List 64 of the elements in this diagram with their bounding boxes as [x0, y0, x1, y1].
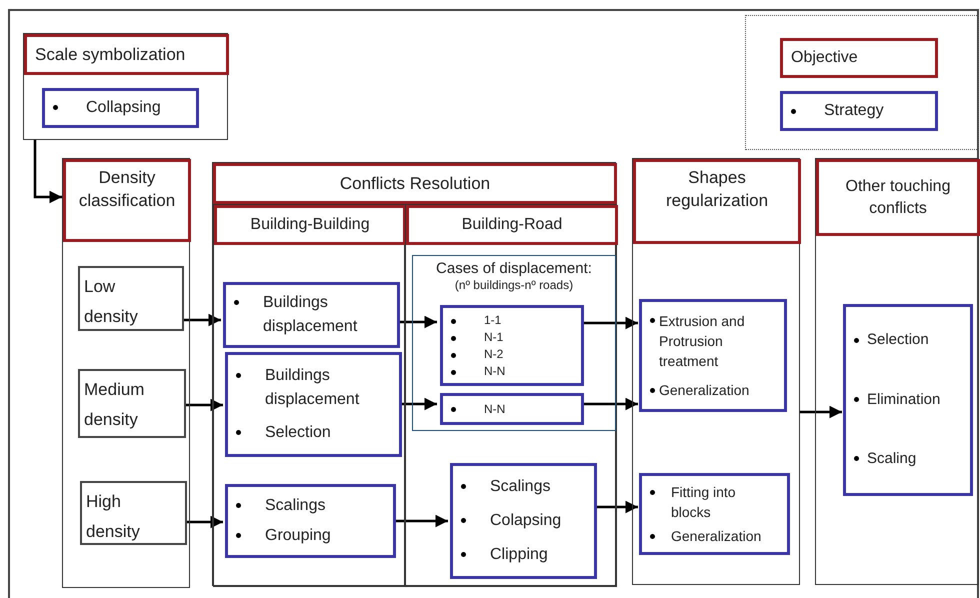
column-box [213, 204, 405, 587]
objective-box: Building-Building [214, 205, 406, 245]
strategy-item: N-N [484, 401, 506, 418]
strategy-item: Fitting into blocks [671, 483, 737, 522]
strategy-item: Collapsing [86, 98, 161, 118]
strategy-box [639, 473, 790, 555]
arrow [186, 516, 223, 528]
strategy-item: Scaling [867, 449, 916, 470]
arrow [185, 398, 223, 412]
strategy-item: Grouping [265, 526, 331, 546]
density-box: High density [80, 481, 187, 545]
arrow [183, 314, 221, 326]
arrow [400, 398, 437, 410]
column-box [815, 158, 979, 585]
arrow [581, 398, 638, 410]
objective-box: Conflicts Resolution [213, 163, 617, 204]
objective-box: Density classification [63, 159, 191, 242]
arrow [595, 500, 638, 514]
strategy-item: Scalings [490, 477, 550, 497]
legend-label: Strategy [824, 101, 884, 121]
strategy-item: Generalization [671, 527, 762, 546]
strategy-item: Selection [265, 423, 331, 444]
arrow [394, 514, 448, 528]
strategy-box [42, 88, 199, 128]
strategy-box [440, 305, 584, 386]
arrow [800, 406, 842, 418]
objective-box: Shapes regularization [633, 159, 801, 244]
strategy-box [225, 352, 402, 457]
strategy-item: Buildings displacement [263, 293, 358, 337]
density-box: Medium density [78, 369, 186, 438]
objective-box: Building-Road [406, 205, 618, 245]
strategy-item: Buildings displacement [265, 366, 360, 410]
strategy-item: Selection [867, 330, 929, 350]
column-box [62, 158, 190, 588]
strategy-box [450, 463, 597, 579]
strategy-item: N-1 [484, 329, 504, 346]
strategy-item: Colapsing [490, 511, 562, 531]
strategy-box [225, 484, 396, 558]
objective-box: Other touching conflicts [816, 159, 980, 236]
cases-heading: Cases of displacement: [436, 260, 592, 278]
strategy-item: Generalization [659, 381, 750, 400]
strategy-item: Clipping [490, 545, 548, 565]
strategy-item: N-2 [484, 346, 504, 363]
cases-box [412, 255, 616, 431]
objective-box: Scale symbolization [24, 34, 229, 75]
strategy-item: Scalings [265, 496, 326, 516]
legend-label: Objective [791, 48, 858, 68]
column-box [632, 158, 800, 585]
density-box: Low density [78, 266, 184, 331]
strategy-box [440, 393, 584, 425]
column-box [405, 204, 617, 587]
strategy-item: N-N [484, 363, 506, 380]
strategy-item: 1-1 [484, 312, 502, 329]
strategy-box [639, 299, 787, 412]
strategy-box [223, 282, 400, 348]
strategy-item: Elimination [867, 390, 940, 410]
strategy-item: Extrusion and Protrusion treatment [659, 312, 746, 371]
cases-heading: (nº buildings-nº roads) [454, 278, 574, 293]
column-box [212, 162, 616, 586]
arrow [34, 140, 62, 204]
strategy-box [843, 304, 973, 496]
arrow [398, 316, 437, 328]
column-box [23, 33, 228, 140]
arrow [581, 316, 638, 330]
